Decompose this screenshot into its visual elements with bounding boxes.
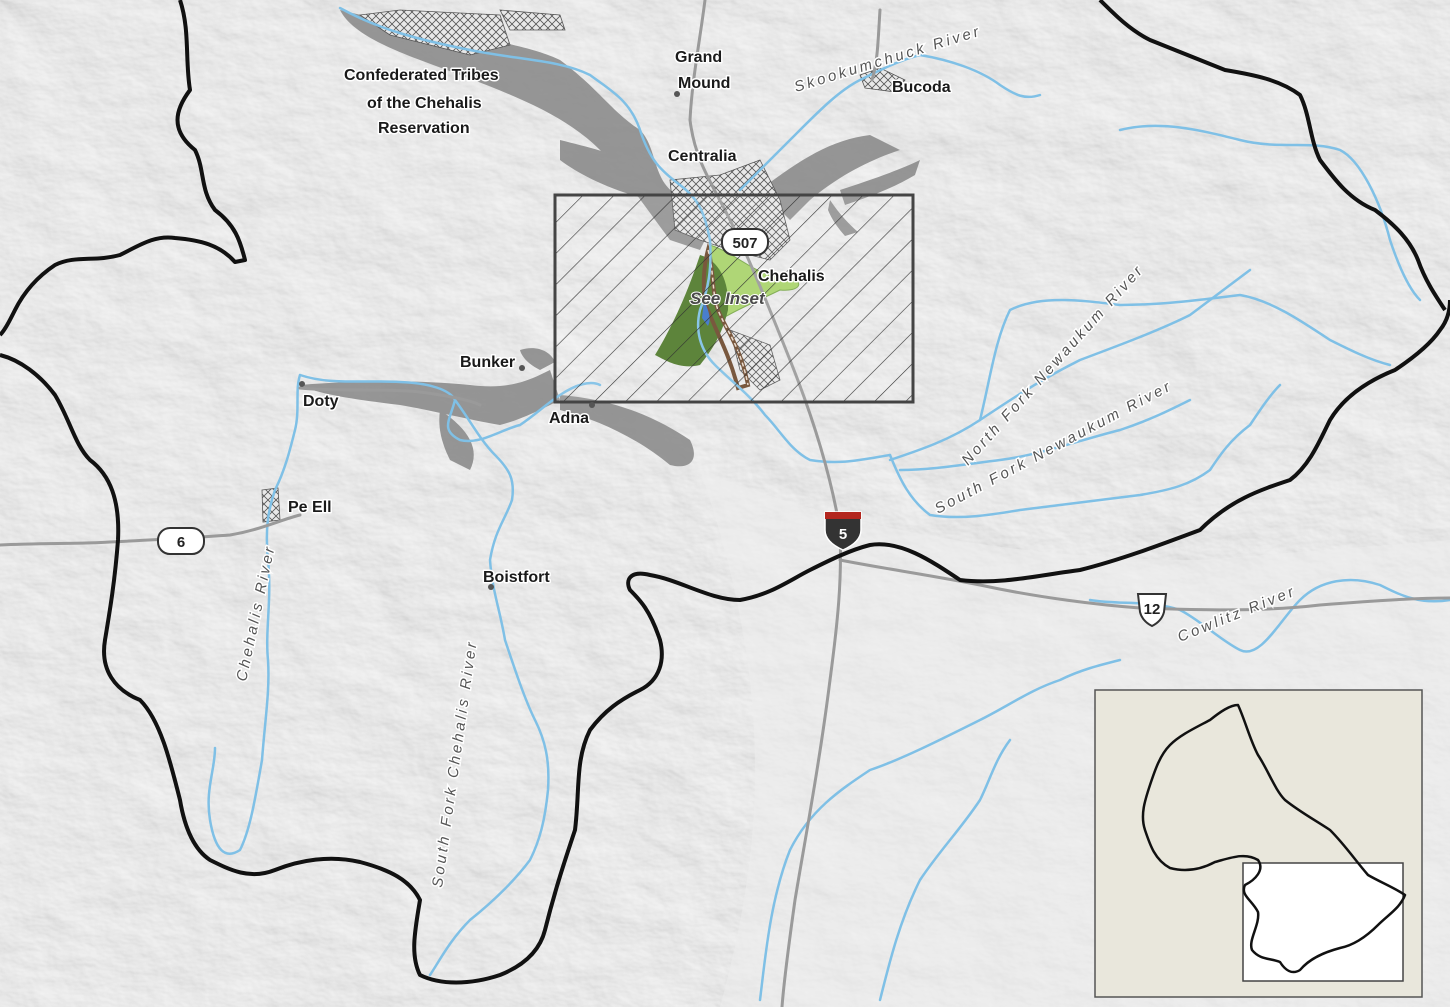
newaukum-south: [888, 383, 1282, 519]
place-grand-mound: Grand: [675, 49, 722, 66]
locator-extent-box: [1242, 862, 1404, 982]
place-centralia: Centralia: [668, 148, 737, 165]
place-grand-mound-2: Mound: [678, 75, 730, 92]
cowlitz-river: [1088, 578, 1450, 653]
shield-us-12: 12: [1136, 593, 1168, 628]
shield-sr-6: 6: [157, 527, 205, 555]
inset-label: See Inset: [690, 289, 766, 308]
newaukum-north-loop: [978, 293, 1392, 422]
tributary-east: [1118, 124, 1422, 302]
place-adna: Adna: [549, 410, 589, 427]
svg-text:12: 12: [1144, 601, 1161, 618]
place-bunker: Bunker: [460, 354, 515, 371]
svg-text:5: 5: [839, 526, 847, 543]
svg-text:6: 6: [177, 534, 185, 551]
shield-i-5: 5: [824, 511, 862, 551]
chehalis-doty-pe-ell: [207, 373, 302, 855]
svg-text:507: 507: [732, 235, 757, 252]
sr-6-east: [298, 386, 482, 407]
locator-map: [1094, 689, 1423, 998]
place-bucoda: Bucoda: [892, 79, 951, 96]
i-5-route: [688, 0, 843, 1007]
basin-boundary: [0, 0, 1450, 985]
place-tribes-line3: Reservation: [378, 120, 470, 137]
place-chehalis: Chehalis: [758, 268, 825, 285]
skookumchuck: [738, 53, 1042, 192]
locator-basin-outline: [1141, 703, 1407, 974]
place-boistfort: Boistfort: [483, 569, 550, 586]
place-tribes-line1: Confederated Tribes: [344, 67, 499, 84]
shield-sr-507: 507: [721, 228, 769, 256]
sr-507-route: [870, 8, 882, 82]
tributary-south-2: [878, 738, 1012, 1002]
newaukum-north: [888, 268, 1252, 462]
place-markers: [299, 91, 680, 590]
tributary-south: [758, 658, 1122, 1002]
place-doty: Doty: [303, 393, 339, 410]
newaukum-middle: [898, 398, 1192, 472]
south-fork-chehalis: [428, 398, 550, 977]
place-pe-ell: Pe Ell: [288, 499, 332, 516]
place-tribes-line2: of the Chehalis: [367, 95, 482, 112]
